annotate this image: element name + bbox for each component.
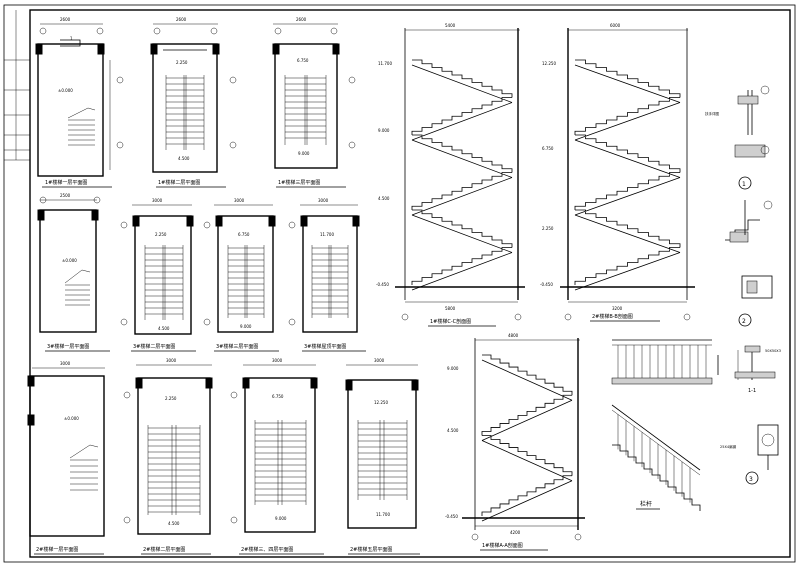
svg-text:3#楼梯一层平面图: 3#楼梯一层平面图 [47, 343, 89, 350]
svg-text:2.250: 2.250 [176, 60, 188, 65]
svg-text:1: 1 [70, 36, 73, 41]
svg-text:4800: 4800 [508, 333, 519, 338]
svg-text:2#楼梯一层平面图: 2#楼梯一层平面图 [36, 546, 78, 553]
plan-1-floor3: 2600 6.750 9.000 1#楼梯三层平面图 [272, 17, 356, 188]
plan-2-floor5: 3000 12.250 11.700 2#楼梯五层平面图 [345, 358, 420, 555]
svg-text:1#楼梯A-A剖面图: 1#楼梯A-A剖面图 [482, 542, 523, 549]
svg-text:2#楼梯B-B剖面图: 2#楼梯B-B剖面图 [592, 313, 633, 320]
svg-text:12.250: 12.250 [542, 61, 556, 66]
svg-text:4200: 4200 [510, 530, 521, 535]
svg-text:2#楼梯二层平面图: 2#楼梯二层平面图 [143, 546, 185, 553]
svg-text:栏杆: 栏杆 [640, 500, 652, 508]
railing-elevation: 栏杆 [611, 339, 713, 511]
section-2-bb: 6000 12.250 6.750 2.250 -0.450 3200 2#楼梯… [540, 23, 695, 322]
dim-label: 2600 [60, 17, 71, 22]
svg-text:±0.000: ±0.000 [58, 88, 73, 93]
svg-text:4.500: 4.500 [378, 196, 390, 201]
plan-3-floor2: 3000 2.250 4.500 3#楼梯二层平面图 [120, 198, 196, 352]
svg-text:±0.000: ±0.000 [64, 416, 79, 421]
detail-1: 1 扶手详图 [705, 85, 770, 190]
plan-2-floor2: 3000 2.250 4.500 2#楼梯二层平面图 [123, 358, 213, 555]
svg-text:1#楼梯二层平面图: 1#楼梯二层平面图 [158, 179, 200, 186]
svg-text:扶手详图: 扶手详图 [705, 111, 719, 116]
svg-text:2#楼梯五层平面图: 2#楼梯五层平面图 [350, 546, 392, 553]
section-3-aa: 4800 9.000 4.500 -0.450 4200 1#楼梯A-A剖面图 [445, 333, 585, 551]
svg-text:4.500: 4.500 [158, 326, 170, 331]
svg-text:3200: 3200 [612, 306, 623, 311]
svg-text:1: 1 [742, 181, 746, 188]
svg-text:3#楼梯屋顶平面图: 3#楼梯屋顶平面图 [304, 343, 346, 350]
plan-1-floor2: 2600 2.250 4.500 1#楼梯二层平面图 [150, 17, 237, 188]
svg-text:11.700: 11.700 [378, 61, 392, 66]
svg-text:3000: 3000 [152, 198, 163, 203]
svg-text:9.000: 9.000 [240, 324, 252, 329]
svg-text:9.000: 9.000 [298, 151, 310, 156]
svg-text:2.250: 2.250 [542, 226, 554, 231]
svg-text:3#楼梯三层平面图: 3#楼梯三层平面图 [216, 343, 258, 350]
svg-text:3000: 3000 [234, 198, 245, 203]
plan-3-floor3: 3000 6.750 9.000 3#楼梯三层平面图 [203, 198, 279, 352]
svg-text:-0.450: -0.450 [376, 282, 389, 287]
svg-text:50X50X3: 50X50X3 [765, 349, 781, 353]
svg-text:2600: 2600 [176, 17, 187, 22]
svg-text:25X4扁钢: 25X4扁钢 [720, 444, 737, 449]
plan-3-roof: 3000 11.700 3#楼梯屋顶平面图 [288, 198, 366, 352]
detail-section-1-1: 1-1 50X50X3 [717, 345, 781, 394]
svg-text:-0.450: -0.450 [445, 514, 458, 519]
svg-text:12.250: 12.250 [374, 400, 388, 405]
plan-1-floor1: 2600 1 ±0.000 1#楼梯一层平面图 [35, 17, 124, 188]
svg-text:9.000: 9.000 [378, 128, 390, 133]
svg-text:2.250: 2.250 [155, 232, 167, 237]
svg-text:-0.450: -0.450 [540, 282, 553, 287]
left-title-strip [4, 10, 30, 161]
svg-text:3000: 3000 [318, 198, 329, 203]
svg-text:6000: 6000 [610, 23, 621, 28]
svg-text:5400: 5400 [445, 23, 456, 28]
svg-text:2: 2 [742, 318, 746, 325]
svg-text:3000: 3000 [60, 361, 71, 366]
svg-text:6.750: 6.750 [297, 58, 309, 63]
svg-text:1#楼梯C-C剖面图: 1#楼梯C-C剖面图 [430, 318, 471, 325]
svg-text:1#楼梯三层平面图: 1#楼梯三层平面图 [278, 179, 320, 186]
detail-3: 25X4扁钢 3 [720, 424, 779, 485]
detail-2: 2 [725, 200, 773, 327]
svg-text:6.750: 6.750 [272, 394, 284, 399]
svg-text:6.750: 6.750 [238, 232, 250, 237]
svg-text:3#楼梯二层平面图: 3#楼梯二层平面图 [133, 343, 175, 350]
section-1-cc: 5400 11.700 9.000 4.500 -0.450 5800 1#楼梯… [376, 23, 525, 327]
svg-text:2#楼梯三、四层平面图: 2#楼梯三、四层平面图 [241, 546, 293, 553]
svg-text:9.000: 9.000 [447, 366, 459, 371]
svg-text:3: 3 [749, 476, 753, 483]
plan-title: 1#楼梯一层平面图 [45, 179, 87, 186]
svg-text:3000: 3000 [166, 358, 177, 363]
svg-text:4.500: 4.500 [168, 521, 180, 526]
inner-border [29, 9, 791, 558]
svg-text:11.700: 11.700 [320, 232, 334, 237]
svg-text:2.250: 2.250 [165, 396, 177, 401]
svg-text:4.500: 4.500 [447, 428, 459, 433]
plan-2-floor3-4: 3000 6.750 9.000 2#楼梯三、四层平面图 [230, 358, 324, 555]
sheet-border [3, 4, 796, 563]
svg-text:6.750: 6.750 [542, 146, 554, 151]
svg-text:4.500: 4.500 [178, 156, 190, 161]
svg-text:5800: 5800 [445, 306, 456, 311]
svg-text:1-1: 1-1 [748, 388, 756, 394]
svg-text:3000: 3000 [374, 358, 385, 363]
svg-text:11.700: 11.700 [376, 512, 390, 517]
plan-3-floor1: 2500 ±0.000 3#楼梯一层平面图 [37, 193, 110, 352]
plan-2-floor1: 3000 ±0.000 2#楼梯一层平面图 [27, 361, 105, 555]
svg-text:2600: 2600 [296, 17, 307, 22]
svg-text:3000: 3000 [272, 358, 283, 363]
svg-text:±0.000: ±0.000 [62, 258, 77, 263]
svg-text:9.000: 9.000 [275, 516, 287, 521]
svg-text:2500: 2500 [60, 193, 71, 198]
